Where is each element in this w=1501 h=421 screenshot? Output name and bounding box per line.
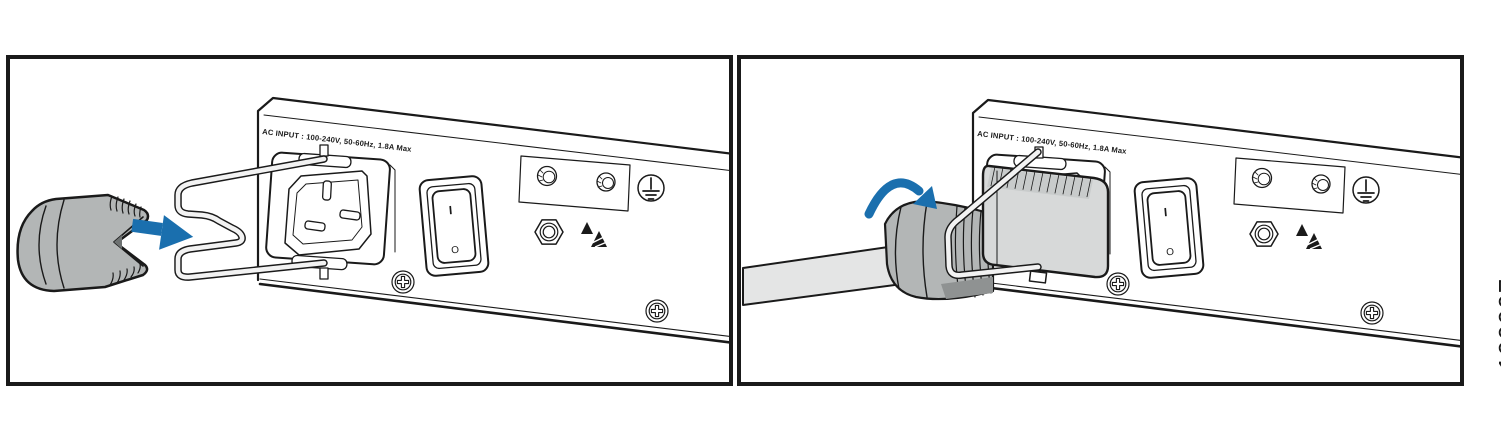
panel-step-1 (6, 55, 733, 386)
cord-retainer-clip-closed (944, 148, 1042, 280)
boot-rib-lines (954, 205, 992, 298)
connector-mouth-shadow (114, 235, 122, 249)
connector-body (16, 193, 150, 293)
cord-retainer-clip-open (174, 155, 328, 281)
connector-shell-seams (38, 199, 65, 289)
boot-shell-seams (894, 201, 928, 298)
clip-wire-fill (945, 149, 1041, 278)
rotate-clip-arrow-icon (864, 178, 937, 219)
panel-step-2 (737, 55, 1464, 386)
power-cord-connector (16, 193, 150, 293)
connector-bottom-tab (1028, 270, 1048, 284)
connector-rib-lines (109, 195, 142, 286)
chassis-rear-view (256, 96, 729, 347)
insert-direction-arrow-icon (131, 215, 194, 250)
arrow-head (159, 215, 194, 250)
arrow-shaft (131, 218, 163, 236)
arrow-head (913, 186, 937, 209)
step-1-illustration (16, 96, 729, 347)
step-2-illustration (742, 98, 1460, 349)
arrow-arc (864, 178, 924, 219)
graphic-id-label: g100007 (1493, 277, 1501, 386)
boot-under-shadow (941, 277, 993, 299)
clip-wire-fill (175, 156, 327, 280)
strain-relief-boot (883, 199, 995, 301)
